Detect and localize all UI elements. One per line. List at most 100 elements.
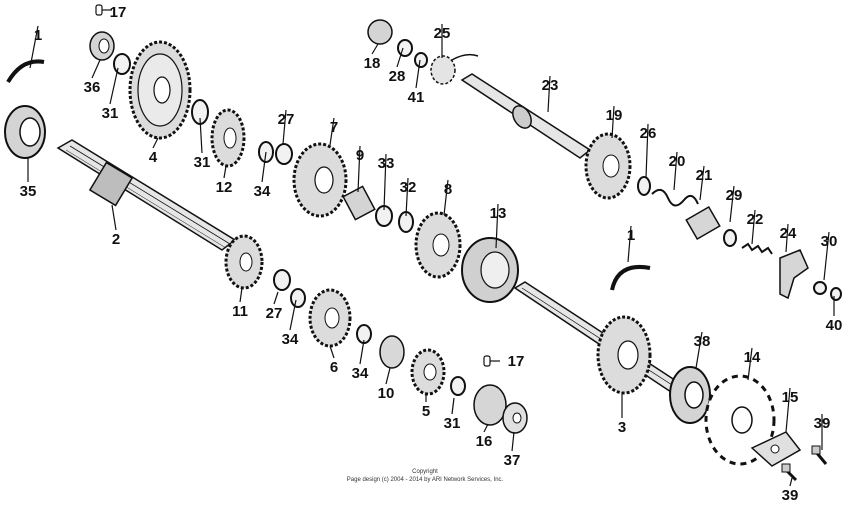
leader-line — [91, 59, 101, 79]
leader-line — [729, 185, 735, 223]
leader-lines — [27, 24, 835, 487]
spring-22 — [741, 242, 773, 255]
leader-line — [785, 223, 789, 253]
leader-line — [747, 347, 753, 381]
washer-27-b — [273, 269, 291, 291]
callout-15: 15 — [782, 389, 799, 406]
copyright-line: Copyright — [412, 469, 438, 475]
leader-line — [329, 117, 335, 146]
callout-29: 29 — [726, 187, 743, 204]
callout-20: 20 — [669, 153, 686, 170]
callout-33: 33 — [378, 155, 395, 172]
spring-25 — [430, 53, 479, 85]
washer-30 — [813, 281, 827, 295]
leader-line — [751, 209, 756, 245]
leader-line — [329, 345, 335, 359]
circlip-1-upper — [6, 59, 45, 84]
leader-line — [495, 203, 499, 249]
leader-line — [357, 145, 361, 193]
callout-39: 39 — [782, 487, 799, 504]
leader-line — [385, 367, 391, 385]
callout-8: 8 — [444, 181, 452, 198]
spring-20 — [651, 188, 699, 207]
callout-31: 31 — [194, 154, 211, 171]
callout-32: 32 — [400, 179, 417, 196]
leader-line — [547, 75, 551, 113]
callout-30: 30 — [821, 233, 838, 250]
callout-27: 27 — [278, 111, 295, 128]
leader-line — [695, 331, 703, 369]
gear-6 — [308, 288, 352, 348]
leader-line — [359, 339, 365, 365]
callout-19: 19 — [606, 107, 623, 124]
callout-17: 17 — [508, 353, 525, 370]
callout-40: 40 — [826, 317, 843, 334]
callout-11: 11 — [232, 303, 248, 320]
leader-line — [627, 225, 632, 263]
leader-line — [109, 67, 119, 105]
fixing-plate-15 — [750, 431, 802, 467]
callout-21: 21 — [696, 167, 713, 184]
needle-bearing-9 — [342, 185, 376, 221]
callout-36: 36 — [84, 79, 101, 96]
callout-38: 38 — [694, 333, 711, 350]
leader-line — [152, 137, 159, 149]
callout-35: 35 — [20, 183, 37, 200]
callout-24: 24 — [780, 225, 797, 242]
shift-hub-13 — [461, 237, 519, 303]
washer-41 — [414, 52, 428, 68]
gear-3-countershaft — [596, 315, 652, 395]
leader-line — [823, 231, 830, 281]
callout-34: 34 — [254, 183, 271, 200]
gear-5 — [410, 348, 446, 396]
callout-12: 12 — [216, 179, 233, 196]
leader-line — [282, 109, 287, 145]
callout-7: 7 — [330, 119, 338, 136]
callout-3: 3 — [618, 419, 626, 436]
bolt-39-lower — [781, 463, 798, 482]
leader-line — [383, 153, 387, 211]
callout-27: 27 — [266, 305, 283, 322]
bushing-36 — [89, 31, 115, 61]
leader-line — [699, 165, 705, 201]
bearing-35 — [4, 105, 46, 159]
callout-22: 22 — [747, 211, 764, 228]
callout-6: 6 — [330, 359, 338, 376]
callout-18: 18 — [364, 55, 381, 72]
copyright-notice: Page design (c) 2004 - 2014 by ARI Netwo… — [346, 477, 504, 483]
gear-19 — [584, 132, 632, 200]
leader-line — [785, 387, 791, 433]
leader-line — [396, 47, 404, 68]
washer-29 — [723, 229, 737, 247]
washer-31-a — [113, 53, 131, 75]
leader-line — [789, 477, 793, 487]
callout-1: 1 — [627, 227, 635, 244]
leader-line — [511, 431, 515, 452]
callout-16: 16 — [476, 433, 493, 450]
circlip-1-lower — [610, 265, 651, 291]
cap-37 — [502, 402, 528, 434]
callout-34: 34 — [282, 331, 299, 348]
leader-line — [673, 151, 678, 191]
leader-line — [451, 397, 455, 415]
washers-group — [113, 39, 842, 396]
callout-13: 13 — [490, 205, 507, 222]
leader-line — [483, 423, 489, 433]
washer-28 — [397, 39, 413, 57]
bolt-39-upper — [811, 445, 828, 465]
callout-41: 41 — [408, 89, 425, 106]
dowel-pin-17-lower — [483, 355, 500, 367]
gear-7 — [292, 142, 348, 218]
bushing-10 — [379, 335, 405, 369]
washer-34-b — [290, 288, 306, 308]
callout-31: 31 — [444, 415, 461, 432]
leader-line — [405, 177, 409, 217]
leader-line — [443, 179, 449, 216]
callout-17: 17 — [110, 4, 127, 21]
leader-line — [645, 123, 649, 179]
callout-31: 31 — [102, 105, 119, 122]
gear-8 — [414, 211, 462, 279]
sprocket-14 — [704, 374, 776, 466]
